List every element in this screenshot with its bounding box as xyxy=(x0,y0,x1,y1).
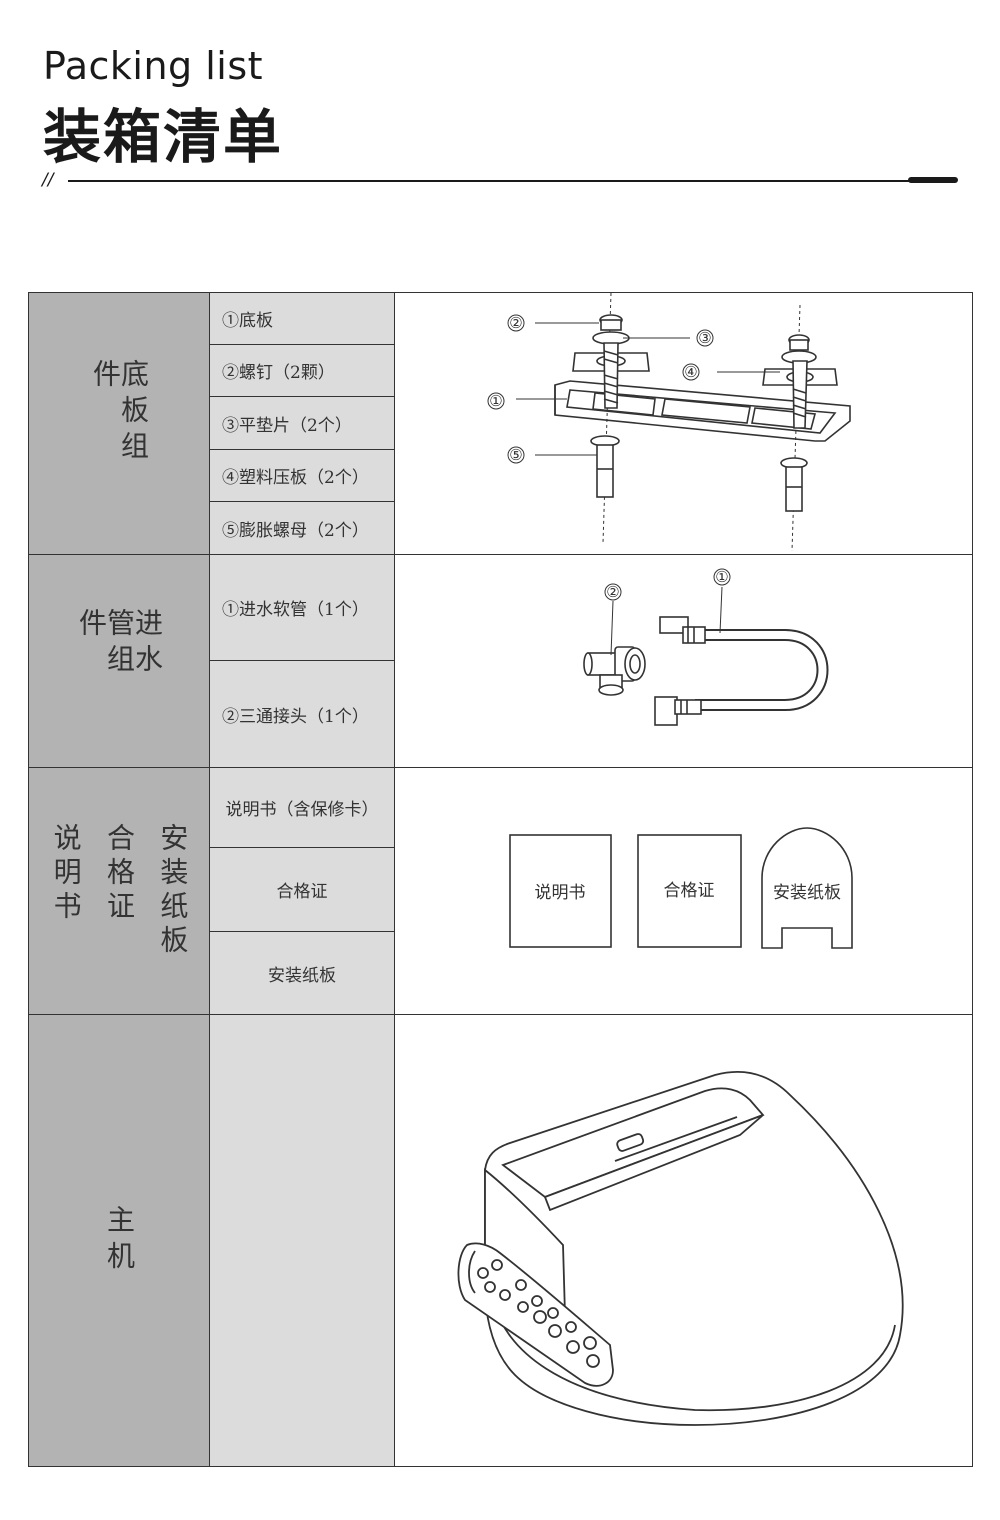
documents-illustration: 说明书 合格证 安装纸板 xyxy=(395,768,973,1015)
item-cell: ②三通接头（1个） xyxy=(210,661,395,768)
base-plate-illustration: ② ③ ④ ① ⑤ xyxy=(395,292,973,555)
category-label: 说明书 xyxy=(49,823,83,925)
category-label: 进水管组件 xyxy=(75,608,164,680)
category-label: 安装纸板 xyxy=(156,823,190,959)
item-cell: ②螺钉（2颗） xyxy=(210,345,395,397)
title-english: Packing list xyxy=(43,44,264,88)
header-divider-accent xyxy=(908,177,958,183)
install-template-label: 安装纸板 xyxy=(773,883,841,903)
category-label: 主机 xyxy=(103,1204,136,1277)
callout-1: ① xyxy=(489,392,502,410)
item-cell-empty xyxy=(210,1015,395,1467)
category-base-plate: 底板组件 xyxy=(28,292,210,555)
category-inlet-hose: 进水管组件 xyxy=(28,555,210,768)
certificate-shape xyxy=(637,834,742,948)
item-cell: ⑤膨胀螺母（2个） xyxy=(210,502,395,555)
item-cell: ①底板 xyxy=(210,292,395,345)
header-divider xyxy=(68,180,910,182)
category-main-unit: 主机 xyxy=(28,1015,210,1467)
inlet-hose-illustration: ② ① xyxy=(395,555,973,768)
certificate-label: 合格证 xyxy=(664,881,715,901)
item-cell: 合格证 xyxy=(210,848,395,932)
category-documents: 说明书 合格证 安装纸板 xyxy=(28,768,210,1015)
packing-table: 底板组件 ①底板 ②螺钉（2颗） ③平垫片（2个） ④塑料压板（2个） ⑤膨胀螺… xyxy=(28,292,973,1467)
callout-2: ② xyxy=(509,314,522,332)
install-template-shape xyxy=(761,827,853,949)
item-cell: ③平垫片（2个） xyxy=(210,397,395,450)
item-cell: 安装纸板 xyxy=(210,932,395,1015)
callout-4: ④ xyxy=(684,363,697,381)
category-label-columns: 说明书 合格证 安装纸板 xyxy=(29,823,209,959)
item-cell: ①进水软管（1个） xyxy=(210,555,395,661)
manual-label: 说明书 xyxy=(535,883,586,903)
item-cell: 说明书（含保修卡） xyxy=(210,768,395,848)
title-chinese: 装箱清单 xyxy=(43,103,284,171)
item-cell: ④塑料压板（2个） xyxy=(210,450,395,502)
manual-shape xyxy=(509,834,612,948)
main-unit-illustration xyxy=(395,1015,973,1467)
callout-3: ③ xyxy=(698,329,711,347)
category-label: 底板组件 xyxy=(89,358,150,467)
callout-1: ① xyxy=(715,568,728,586)
callout-5: ⑤ xyxy=(509,446,522,464)
section-marker: // xyxy=(42,170,54,190)
callout-2: ② xyxy=(606,583,619,601)
category-label: 合格证 xyxy=(102,823,136,925)
